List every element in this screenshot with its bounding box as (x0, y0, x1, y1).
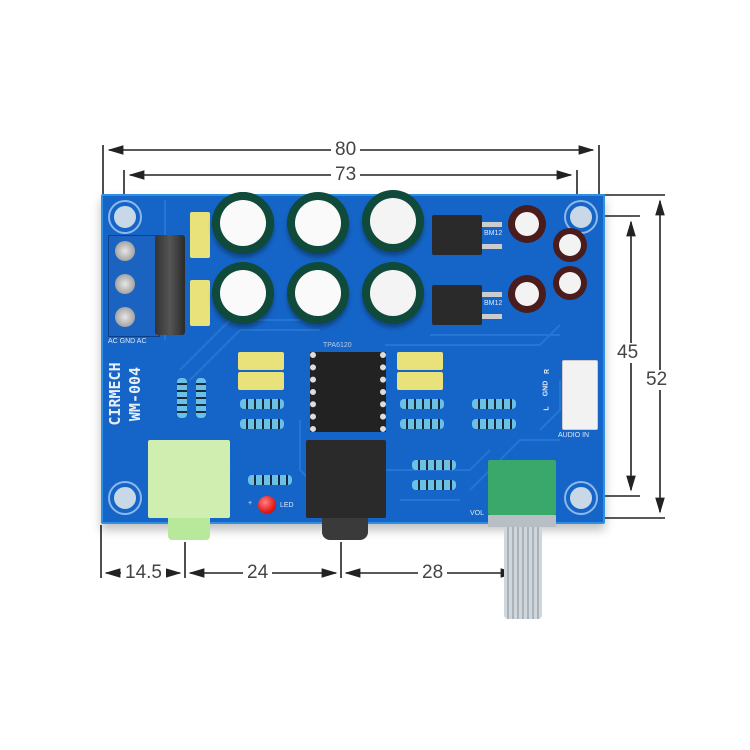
mounting-hole (566, 483, 596, 513)
dimension-offset-jack2: 24 (243, 563, 273, 583)
resistor (412, 460, 456, 470)
audio-jack-input-barrel (168, 518, 210, 540)
electrolytic-capacitor (212, 192, 274, 254)
terminal-screw-icon (115, 307, 135, 327)
small-capacitor (508, 205, 546, 243)
small-capacitor (508, 275, 546, 313)
terminal-screw-icon (115, 241, 135, 261)
led-plus-label: + (248, 500, 253, 507)
film-capacitor (190, 280, 210, 326)
mounting-hole (566, 202, 596, 232)
resistor (472, 419, 516, 429)
mounting-hole (110, 202, 140, 232)
headphone-jack-output[interactable] (306, 440, 386, 518)
regulator-label: BM12 (484, 230, 503, 237)
regulator-pin (482, 314, 502, 319)
small-capacitor (553, 266, 587, 300)
power-terminal-block[interactable] (108, 235, 160, 337)
audio-jack-input[interactable] (148, 440, 230, 518)
film-capacitor (190, 212, 210, 258)
electrolytic-capacitor (212, 262, 274, 324)
electrolytic-capacitor (287, 192, 349, 254)
regulator-pin (482, 292, 502, 297)
resistor (472, 399, 516, 409)
resistor (412, 480, 456, 490)
film-capacitor (238, 372, 284, 390)
led-indicator (258, 496, 276, 514)
vol-label: VOL (470, 510, 485, 517)
volume-potentiometer[interactable] (488, 460, 556, 515)
dimension-offset-pot: 28 (418, 563, 448, 583)
led-label: LED (280, 502, 294, 509)
voltage-regulator (432, 215, 482, 255)
bridge-rectifier (155, 235, 185, 335)
resistor (196, 378, 206, 418)
dimension-height-holes: 45 (613, 343, 643, 363)
electrolytic-capacitor (287, 262, 349, 324)
regulator-pin (482, 222, 502, 227)
regulator-pin (482, 244, 502, 249)
resistor (248, 475, 292, 485)
pin-label-l: L (543, 406, 551, 411)
resistor (400, 399, 444, 409)
terminal-screw-icon (115, 274, 135, 294)
audio-input-connector[interactable] (562, 360, 598, 430)
dimension-offset-jack1: 14.5 (121, 563, 166, 583)
chip-label: TPA6120 (323, 342, 352, 349)
voltage-regulator (432, 285, 482, 325)
electrolytic-capacitor (362, 262, 424, 324)
pin-label-r: R (544, 368, 552, 375)
film-capacitor (238, 352, 284, 370)
film-capacitor (397, 352, 443, 370)
dimension-width-holes: 73 (331, 165, 361, 185)
film-capacitor (397, 372, 443, 390)
electrolytic-capacitor (362, 190, 424, 252)
dimension-width-outer: 80 (331, 140, 361, 160)
mounting-hole (110, 483, 140, 513)
potentiometer-shaft[interactable] (504, 527, 542, 619)
headphone-jack-barrel (322, 518, 368, 540)
power-label: AC GND AC (108, 338, 147, 345)
resistor (400, 419, 444, 429)
brand-label: CIRMECH (106, 362, 124, 426)
regulator-label: BM12 (484, 300, 503, 307)
resistor (177, 378, 187, 418)
resistor (240, 419, 284, 429)
dimension-height-outer: 52 (642, 370, 672, 390)
resistor (240, 399, 284, 409)
model-label: WM-004 (126, 366, 144, 422)
amplifier-chip (310, 352, 386, 432)
potentiometer-bracket (488, 515, 556, 527)
small-capacitor (553, 228, 587, 262)
pin-label-gnd: GND (542, 380, 550, 397)
audio-in-label: AUDIO IN (558, 432, 590, 439)
